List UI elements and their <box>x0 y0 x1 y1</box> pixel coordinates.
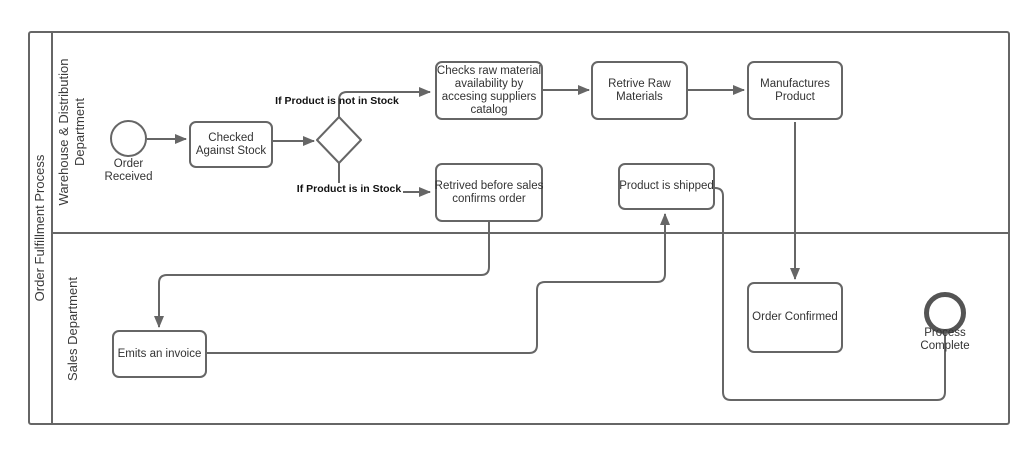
task-order-confirmed[interactable]: Order Confirmed <box>747 282 843 353</box>
task-checked-against-stock[interactable]: Checked Against Stock <box>189 121 273 168</box>
lane-divider <box>52 232 1010 234</box>
end-event-label: Process Complete <box>920 327 970 352</box>
task-retrieved-before-sales[interactable]: Retrived before sales confirms order <box>435 163 543 222</box>
flow-shipped-to-complete <box>714 187 946 401</box>
flow-gateway-to-check-raw <box>338 87 431 117</box>
end-event-circle[interactable] <box>924 292 966 334</box>
task-product-is-shipped[interactable]: Product is shipped <box>618 163 715 210</box>
edge-label-in-stock-text: If Product is in Stock <box>294 183 404 196</box>
edge-label-in-stock: If Product is in Stock <box>279 183 419 196</box>
gateway-diamond[interactable] <box>316 116 362 164</box>
task-emits-invoice[interactable]: Emits an invoice <box>112 330 207 378</box>
task-retrieve-raw-materials[interactable]: Retrive Raw Materials <box>591 61 688 120</box>
start-event-circle[interactable] <box>110 120 147 157</box>
task-check-raw-material[interactable]: Checks raw material availability by acce… <box>435 61 543 120</box>
pool-title-strip <box>28 31 53 425</box>
task-manufactures-product[interactable]: Manufactures Product <box>747 61 843 120</box>
flow-invoice-to-shipped <box>207 213 670 354</box>
start-event-label: Order Received <box>104 158 153 183</box>
edge-label-not-in-stock: If Product is not in Stock <box>275 95 399 107</box>
flow-retrieved-to-invoice <box>154 222 490 328</box>
